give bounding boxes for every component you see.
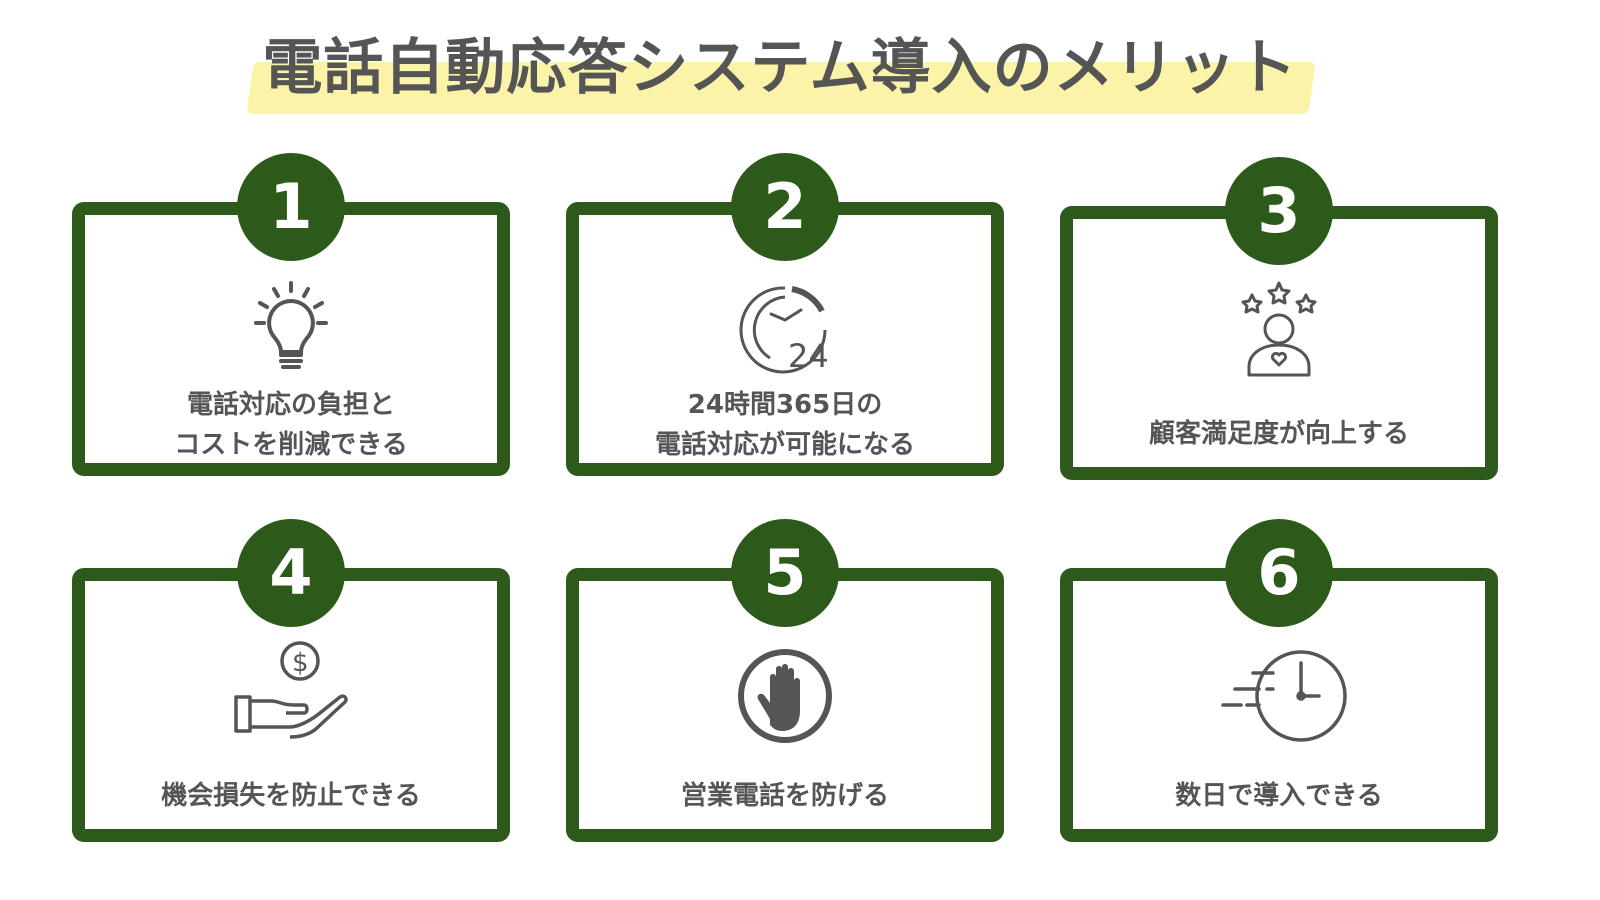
merit-card-4: 4 $ 機会損失を防止できる [72, 519, 510, 842]
merit-card-6: 6 数日で導入できる [1060, 519, 1498, 842]
card-label: 数日で導入できる [1175, 781, 1383, 811]
merit-card-2: 2 24 24時間365日の電話対応が可能になる [566, 153, 1004, 476]
merit-card-5: 5 営業電話を防げる [566, 519, 1004, 842]
card-number: 5 [731, 519, 839, 627]
hand-money-icon: $ [234, 641, 348, 739]
svg-text:$: $ [292, 648, 309, 678]
stop-hand-icon [738, 649, 832, 743]
card-label: 機会損失を防止できる [161, 781, 421, 811]
card-label: 24時間365日の電話対応が可能になる [654, 390, 915, 460]
svg-text:24: 24 [788, 337, 829, 375]
card-number: 2 [731, 153, 839, 261]
clock-24-icon: 24 [739, 286, 829, 375]
fast-clock-icon [1221, 650, 1347, 742]
card-label: 営業電話を防げる [680, 781, 889, 811]
card-number: 1 [237, 153, 345, 261]
satisfied-customer-icon [1241, 281, 1317, 377]
card-number: 6 [1225, 519, 1333, 627]
card-label: 電話対応の負担とコストを削減できる [174, 390, 408, 460]
merit-card-3: 3 顧客満足度が向上する [1060, 157, 1498, 480]
page-title: 電話自動応答システム導入のメリット [262, 33, 1298, 103]
lightbulb-icon [254, 281, 328, 369]
card-number: 3 [1225, 157, 1333, 265]
card-number: 4 [237, 519, 345, 627]
card-label: 顧客満足度が向上する [1148, 419, 1409, 449]
merit-card-1: 1 電話対応の負担とコストを削減できる [72, 153, 510, 476]
